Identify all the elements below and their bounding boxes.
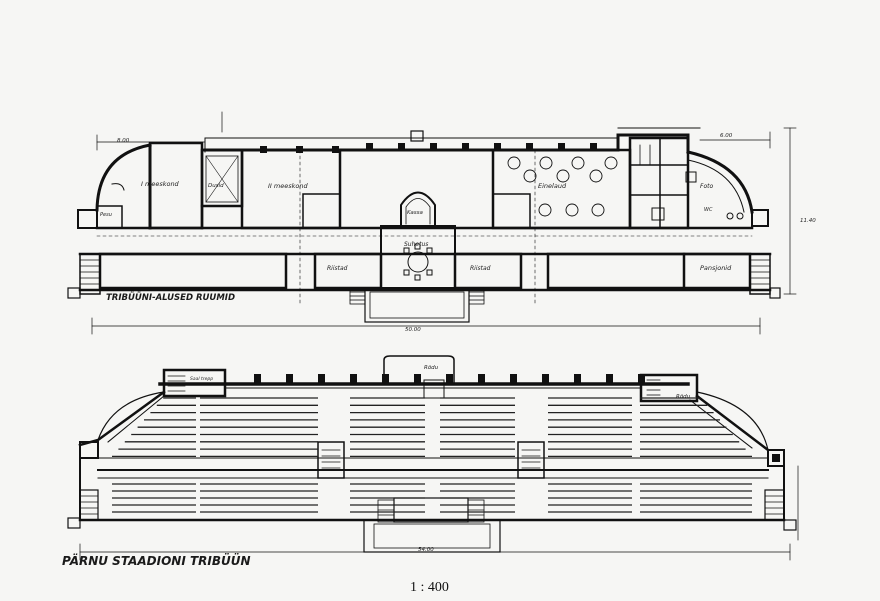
balcony-label-top: Rõdu [424, 365, 439, 371]
cafe-tables [507, 156, 618, 217]
dim-total-bottom: 54.00 [418, 547, 434, 553]
top-plan-title: TRIBÜÜNI-ALUSED RUUMID [106, 292, 235, 303]
dim-right: 6.00 [720, 133, 733, 139]
dim-height: 11.40 [800, 218, 816, 224]
room-label-kassa: Kassa [407, 210, 424, 216]
dim-total-top: 50.00 [405, 327, 421, 333]
bottom-seating-plan [67, 355, 799, 561]
room-label-wc: WC [704, 207, 713, 213]
bottom-piers [254, 374, 645, 383]
stair-note: Saal trepp [190, 376, 213, 382]
seat-rows [112, 397, 752, 513]
dim-left: 8.00 [117, 138, 130, 144]
room-label-team-1: I meeskond [141, 180, 180, 188]
room-label-cafe: Einelaud [538, 182, 567, 190]
room-label-lobby: Suhetus [404, 241, 428, 248]
room-label-office: Pesu [100, 212, 112, 218]
bottom-plan-title: PÄRNU STAADIONI TRIBÜÜN [62, 553, 251, 568]
room-label-team-2: II meeskond [268, 182, 308, 190]
balcony-label-right: Rõdu [676, 394, 691, 400]
room-label-store-right: Riistad [470, 265, 491, 272]
top-floor-plan [67, 111, 797, 335]
room-label-shower: Dusid [208, 183, 224, 189]
room-label-photo: Foto [700, 183, 713, 190]
scale-label: 1 : 400 [410, 580, 449, 595]
room-label-guards: Pansjonid [700, 264, 732, 272]
room-label-store-left: Riistad [327, 265, 348, 272]
